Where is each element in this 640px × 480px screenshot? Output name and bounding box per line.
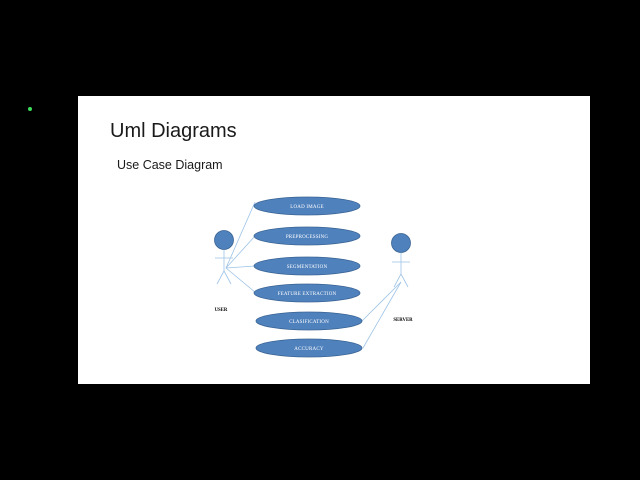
slide: Uml Diagrams Use Case Diagram USER bbox=[78, 96, 590, 384]
user-connectors bbox=[225, 201, 257, 294]
svg-text:FEATURE EXTRACTION: FEATURE EXTRACTION bbox=[278, 292, 337, 297]
slide-subtitle: Use Case Diagram bbox=[117, 158, 223, 172]
slide-title: Uml Diagrams bbox=[110, 120, 237, 142]
actor-server bbox=[391, 233, 411, 288]
svg-text:ACCURACY: ACCURACY bbox=[294, 347, 324, 352]
use-case-feature-extraction: FEATURE EXTRACTION bbox=[253, 283, 361, 303]
svg-text:SEGMENTATION: SEGMENTATION bbox=[287, 265, 328, 270]
svg-text:LOAD IMAGE: LOAD IMAGE bbox=[290, 205, 324, 210]
use-case-accuracy: ACCURACY bbox=[255, 338, 363, 358]
use-case-preprocessing: PREPROCESSING bbox=[253, 226, 361, 246]
svg-text:PREPROCESSING: PREPROCESSING bbox=[286, 235, 329, 240]
actor-server-label: SERVER bbox=[393, 318, 413, 323]
actor-user bbox=[214, 230, 234, 285]
svg-text:CLASIFICATION: CLASIFICATION bbox=[289, 320, 329, 325]
use-case-segmentation: SEGMENTATION bbox=[253, 256, 361, 276]
slide-indicator-dot bbox=[28, 107, 32, 111]
use-case-clasification: CLASIFICATION bbox=[255, 311, 363, 331]
actor-user-label: USER bbox=[215, 308, 228, 313]
server-connectors bbox=[361, 281, 402, 349]
use-case-diagram: USER SERVER LOAD IMAGE PREPROCESSING SEG… bbox=[214, 196, 413, 358]
use-case-load-image: LOAD IMAGE bbox=[253, 196, 361, 216]
